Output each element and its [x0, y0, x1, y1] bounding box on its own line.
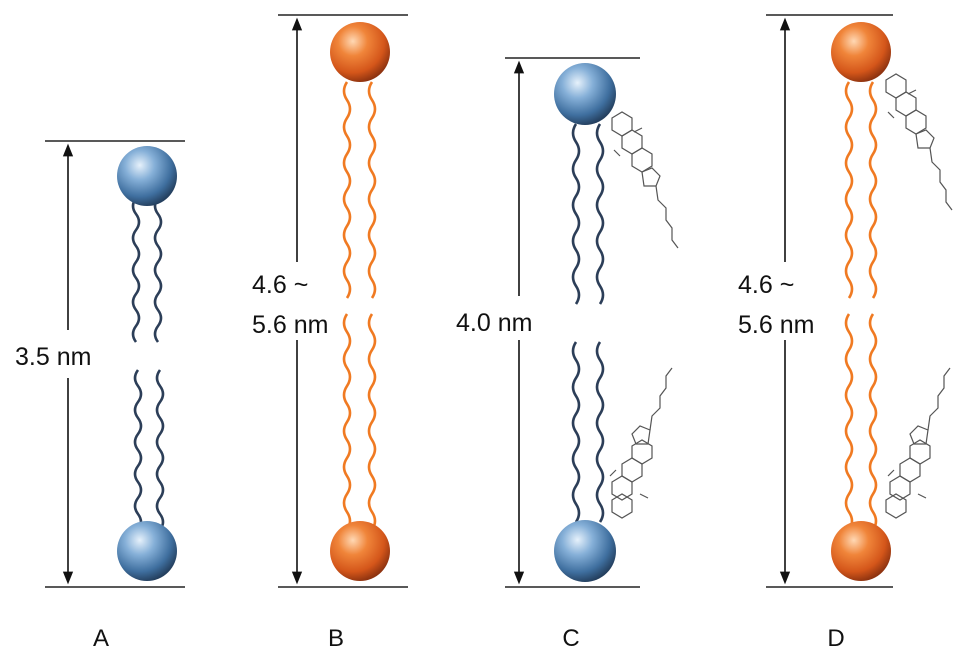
- panel-d-lower-chains: [844, 313, 878, 531]
- panel-c-thickness-label: 4.0 nm: [456, 309, 532, 337]
- panel-d: 4.6 ~ 5.6 nm D: [738, 14, 953, 652]
- panel-c-upper-chains: [571, 123, 605, 305]
- panel-b-lower-headgroup: [330, 521, 390, 581]
- panel-c-lower-chains: [571, 341, 605, 523]
- panel-a-lower-chains: [133, 369, 165, 531]
- panel-d-upper-chains: [844, 81, 878, 299]
- panel-c-lower-headgroup: [554, 520, 616, 582]
- panel-a-thickness-label: 3.5 nm: [15, 343, 91, 371]
- panel-d-lower-sterol: [885, 367, 951, 519]
- panel-d-label: D: [827, 625, 844, 652]
- panel-d-lower-headgroup: [831, 521, 891, 581]
- panel-b-label: B: [328, 625, 344, 652]
- panel-a-label: A: [93, 625, 109, 652]
- panel-c-label: C: [562, 625, 579, 652]
- panel-b-upper-chains: [342, 81, 377, 299]
- panel-a-upper-headgroup: [117, 146, 177, 206]
- panel-c-upper-sterol: [611, 111, 679, 249]
- panel-b: 4.6 ~ 5.6 nm B: [252, 14, 408, 652]
- panel-c-upper-headgroup: [554, 63, 616, 125]
- panel-d-upper-sterol: [885, 73, 953, 211]
- panel-d-thickness-label-line2: 5.6 nm: [738, 311, 814, 339]
- panel-d-thickness-label-line1: 4.6 ~: [738, 271, 794, 299]
- panel-a-upper-chains: [131, 197, 163, 343]
- panel-c: 4.0 nm C: [456, 57, 679, 652]
- panel-b-thickness-label-line2: 5.6 nm: [252, 311, 328, 339]
- panel-a-lower-headgroup: [117, 521, 177, 581]
- panel-a: 3.5 nm A: [15, 140, 185, 652]
- panel-b-upper-headgroup: [330, 22, 390, 82]
- panel-b-lower-chains: [342, 313, 377, 531]
- panel-d-upper-headgroup: [831, 22, 891, 82]
- panel-b-thickness-label-line1: 4.6 ~: [252, 271, 308, 299]
- panel-c-lower-sterol: [609, 367, 673, 519]
